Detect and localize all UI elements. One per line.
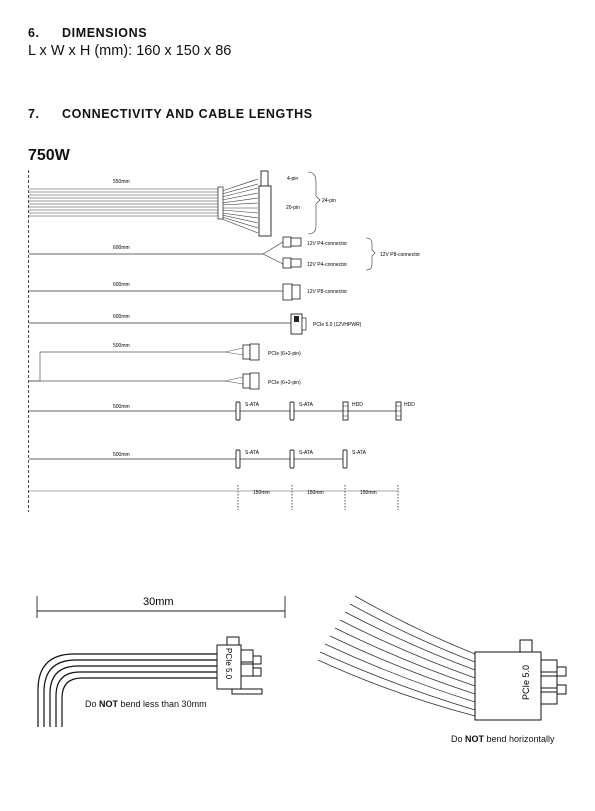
- cpu-p4-connector-a: [282, 236, 302, 248]
- sata2-s1-label: S-ATA: [245, 450, 260, 456]
- pcie5-label-left: PCIe 5.0: [224, 648, 233, 680]
- cpu-p4b-label: 12V P4-connector: [307, 262, 347, 268]
- section-7-title: CONNECTIVITY AND CABLE LENGTHS: [62, 107, 313, 121]
- pcie5-length-label: 600mm: [113, 314, 130, 320]
- horizontal-cable-illustration: [317, 595, 476, 717]
- bent-cable-illustration: [37, 653, 217, 727]
- pcie5-connector-right: [474, 639, 567, 721]
- bend-note-right: Do NOT bend horizontally: [451, 734, 555, 744]
- atx-20pin-label: 20-pin: [286, 205, 300, 211]
- section-6-heading: 6. DIMENSIONS: [28, 26, 147, 40]
- pcie-length-label: 500mm: [113, 343, 130, 349]
- atx-length-label: 550mm: [113, 179, 130, 185]
- sata-connector-1b: [289, 401, 295, 421]
- bend-dimension-label: 30mm: [143, 596, 174, 608]
- hdd-connector-1: [342, 401, 349, 421]
- sata1-length-label: 500mm: [113, 404, 130, 410]
- bend-note-left-emphasis: NOT: [99, 699, 119, 709]
- cpu-p4-connector-b: [282, 257, 302, 269]
- atx-cable-bundle: [29, 178, 259, 234]
- atx-4pin-label: 4-pin: [287, 176, 298, 182]
- atx-20pin-connector: [258, 185, 272, 237]
- bend-note-left: Do NOT bend less than 30mm: [85, 699, 207, 709]
- dimensions-text: L x W x H (mm): 160 x 150 x 86: [28, 43, 232, 59]
- section-7-heading: 7. CONNECTIVITY AND CABLE LENGTHS: [28, 107, 313, 121]
- sata1-s2-label: S-ATA: [299, 402, 314, 408]
- sata-connector-2a: [235, 449, 241, 469]
- atx-sleeve: [217, 186, 224, 220]
- cpu-length-label: 600mm: [113, 245, 130, 251]
- section-6-number: 6.: [28, 26, 40, 40]
- bend-note-right-emphasis: NOT: [465, 734, 485, 744]
- pcie-a-label: PCIe (6+2-pin): [268, 351, 301, 357]
- spacing-label-1: 150mm: [253, 490, 270, 496]
- pcie5-connector-left: [216, 636, 263, 695]
- pcie-connector-a: [242, 343, 260, 361]
- model-label: 750W: [28, 147, 70, 164]
- spacing-ticks: [237, 485, 399, 510]
- atx-bracket: [307, 171, 321, 235]
- cpu-p8-label: 12V P8-connector: [380, 252, 420, 258]
- sata-connector-2c: [342, 449, 348, 469]
- cpu-p4a-label: 12V P4-connector: [307, 241, 347, 247]
- spacing-label-2: 150mm: [307, 490, 324, 496]
- sata1-h2-label: HDD: [404, 402, 415, 408]
- pcie5-label: PCIe 5.0 (12VHPWR): [313, 322, 362, 328]
- cpu-bracket: [365, 237, 376, 271]
- sata2-s3-label: S-ATA: [352, 450, 367, 456]
- pcie-connector-b: [242, 372, 260, 390]
- cpu2-length-label: 600mm: [113, 282, 130, 288]
- sata2-s2-label: S-ATA: [299, 450, 314, 456]
- pcie5-label-right: PCIe 5.0: [521, 665, 531, 700]
- cpu-p8-connector: [282, 283, 301, 301]
- sata1-s1-label: S-ATA: [245, 402, 260, 408]
- sata1-h1-label: HDD: [352, 402, 363, 408]
- sata-connector-2b: [289, 449, 295, 469]
- cpu2-p8-label: 12V P8-connector: [307, 289, 347, 295]
- atx-24pin-label: 24-pin: [322, 198, 336, 204]
- hdd-connector-2: [395, 401, 402, 421]
- section-7-number: 7.: [28, 107, 40, 121]
- sata-connector-1a: [235, 401, 241, 421]
- bend-radius-dimension: [36, 596, 286, 618]
- pcie5-connector: [290, 313, 307, 335]
- pcie-b-label: PCIe (6+2-pin): [268, 380, 301, 386]
- section-6-title: DIMENSIONS: [62, 26, 148, 40]
- spacing-label-3: 150mm: [360, 490, 377, 496]
- sata2-length-label: 500mm: [113, 452, 130, 458]
